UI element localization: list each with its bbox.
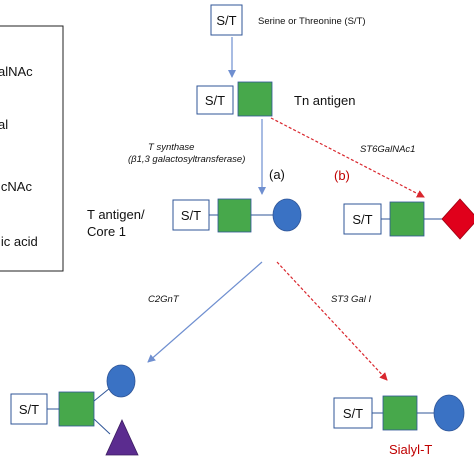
legend-item-galnac: alNAc (0, 64, 33, 79)
sialic-acid-diamond-icon (441, 198, 474, 240)
t-antigen-label-line2: Core 1 (87, 224, 126, 239)
tn-antigen-node: S/T Tn antigen (196, 81, 355, 117)
st-box-label: S/T (216, 13, 236, 28)
arrow-tn-to-stn (270, 117, 425, 198)
galnac-square-icon (382, 395, 418, 431)
galnac-square-icon (217, 198, 252, 233)
core2-link-upper (93, 387, 111, 402)
st-box (210, 4, 243, 36)
path-b: ST6GalNAc1 (b) (270, 117, 425, 198)
legend-box (0, 25, 64, 272)
arrow-t-to-core2 (147, 261, 263, 363)
sialyl-t-label: Sialyl-T (389, 442, 432, 457)
tn-st-box (196, 85, 234, 115)
legend-item-gal: al (0, 117, 8, 132)
t-antigen-label-line1: T antigen/ (87, 207, 145, 222)
t-antigen-node: T antigen/ Core 1 S/T (87, 198, 302, 239)
serine-description: Serine or Threonine (S/T) (258, 16, 366, 27)
serine-threonine-node: S/T Serine or Threonine (S/T) (210, 4, 366, 36)
core2-st-box (10, 393, 48, 425)
sialyl-t-st-box (333, 397, 373, 429)
galactose-circle-icon (272, 198, 302, 232)
galnac-square-icon (58, 391, 95, 427)
path-a-letter: (a) (269, 167, 285, 182)
legend-item-glcnac: lcNAc (0, 179, 32, 194)
galnac-square-icon (389, 201, 425, 237)
tn-antigen-label: Tn antigen (294, 93, 355, 108)
stn-node: S/T (343, 198, 474, 240)
sialyl-t-st-label: S/T (343, 406, 363, 421)
legend: alNAc al lcNAc lic acid (0, 25, 64, 272)
st3-gal-i-label: ST3 Gal I (331, 294, 371, 305)
c2gnt-label: C2GnT (148, 294, 180, 305)
tn-st-label: S/T (205, 93, 225, 108)
galactose-circle-icon (106, 364, 136, 398)
glcnac-triangle-icon (105, 419, 139, 456)
path-a: T synthase (β1,3 galactosyltransferase) … (128, 119, 285, 195)
core2-st-label: S/T (19, 402, 39, 417)
t-antigen-st-label: S/T (181, 208, 201, 223)
galactose-circle-icon (433, 394, 465, 432)
t-synthase-detail: (β1,3 galactosyltransferase) (128, 154, 245, 165)
core2-link-lower (93, 418, 111, 435)
legend-item-sialic-acid: lic acid (0, 234, 38, 249)
arrow-t-to-sialyl-t (276, 261, 388, 381)
core2-node: S/T (10, 364, 139, 456)
galnac-square-icon (237, 81, 273, 117)
st6galnac1-label: ST6GalNAc1 (360, 144, 415, 155)
t-synthase-label: T synthase (148, 142, 194, 153)
stn-st-label: S/T (352, 212, 372, 227)
path-b-letter: (b) (334, 168, 350, 183)
sialyl-t-node: S/T Sialyl-T (333, 394, 465, 457)
